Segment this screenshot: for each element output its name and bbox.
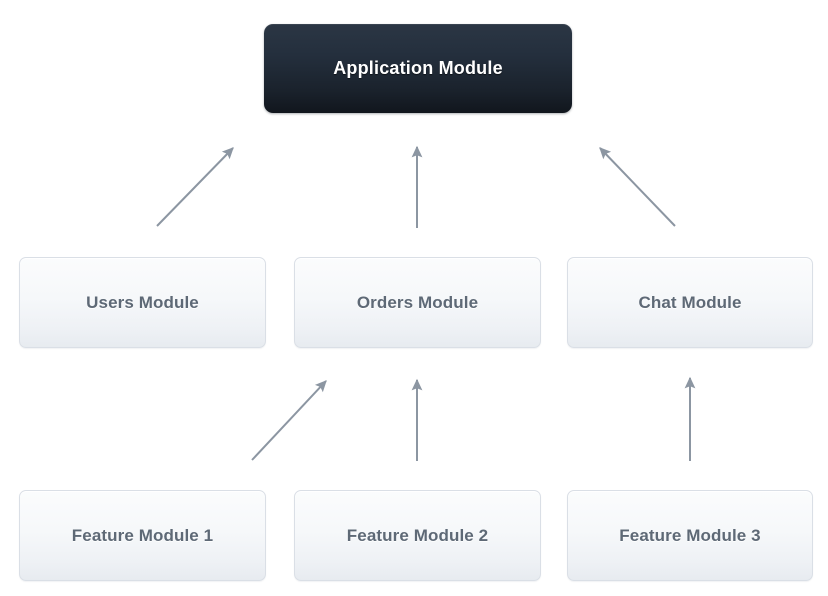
node-label-feature-module-1: Feature Module 1: [71, 525, 214, 545]
arrow-chat-to-application: [599, 147, 676, 227]
arrow-feature1-to-orders: [251, 380, 327, 461]
node-users-module[interactable]: Users Module: [19, 257, 266, 348]
node-orders-module[interactable]: Orders Module: [294, 257, 541, 348]
node-feature-module-1[interactable]: Feature Module 1: [19, 490, 266, 581]
arrow-users-to-application: [156, 147, 234, 227]
node-chat-module[interactable]: Chat Module: [567, 257, 813, 348]
node-label-users-module: Users Module: [86, 292, 199, 312]
node-label-feature-module-2: Feature Module 2: [346, 525, 489, 545]
node-label-application-module: Application Module: [333, 58, 503, 78]
node-application-module[interactable]: Application Module: [264, 24, 572, 113]
node-label-orders-module: Orders Module: [356, 292, 479, 312]
node-label-chat-module: Chat Module: [638, 292, 742, 312]
node-label-feature-module-3: Feature Module 3: [619, 525, 761, 545]
node-feature-module-2[interactable]: Feature Module 2: [294, 490, 541, 581]
node-feature-module-3[interactable]: Feature Module 3: [567, 490, 813, 581]
